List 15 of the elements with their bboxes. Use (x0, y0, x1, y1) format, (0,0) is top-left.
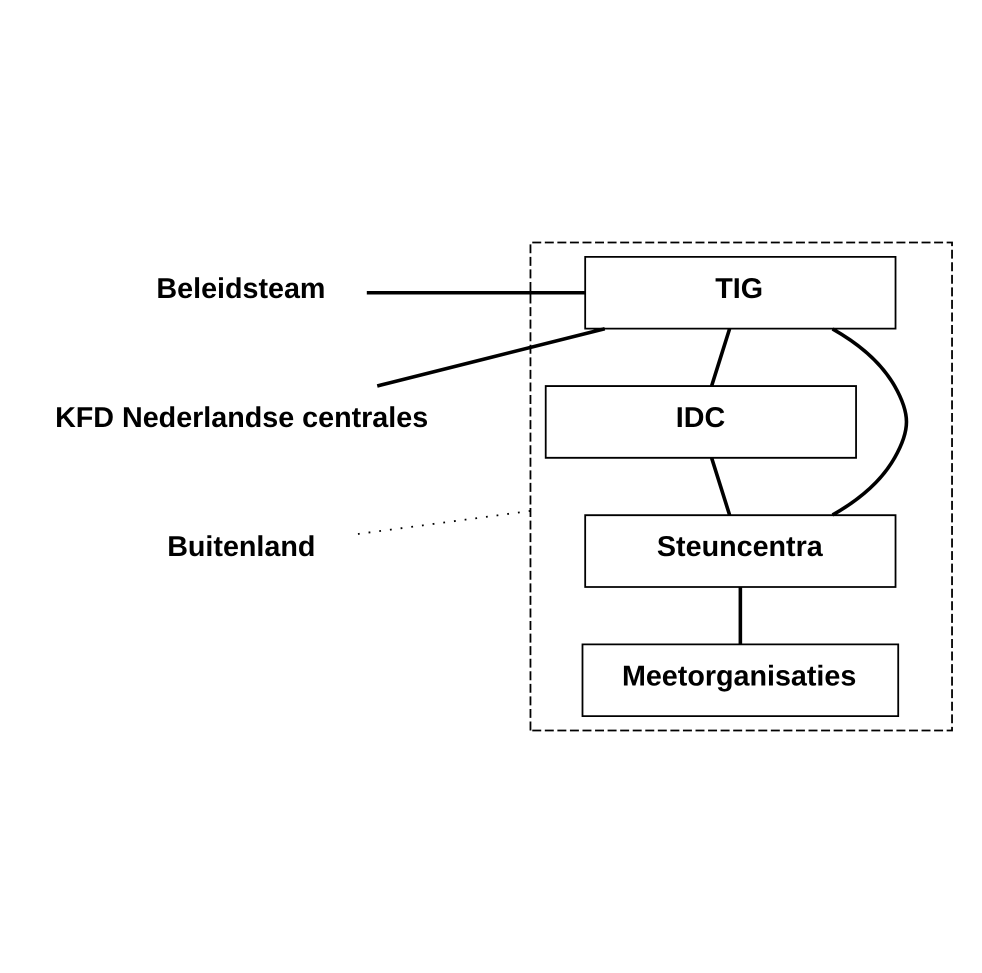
node-box: Steuncentra (584, 514, 896, 588)
connector (710, 328, 732, 386)
connector (376, 326, 606, 388)
connector (738, 587, 742, 644)
node-box: IDC (544, 385, 857, 459)
node-box: Meetorganisaties (582, 643, 900, 718)
node-text: KFD Nederlandse centrales (55, 402, 428, 434)
connector (356, 510, 531, 536)
node-text: Buitenland (167, 531, 316, 564)
connector (366, 290, 585, 295)
cluster (530, 242, 953, 732)
node-text: Beleidsteam (156, 272, 326, 305)
connector (832, 327, 908, 516)
connector (710, 457, 732, 516)
node-box: TIG (584, 256, 896, 330)
